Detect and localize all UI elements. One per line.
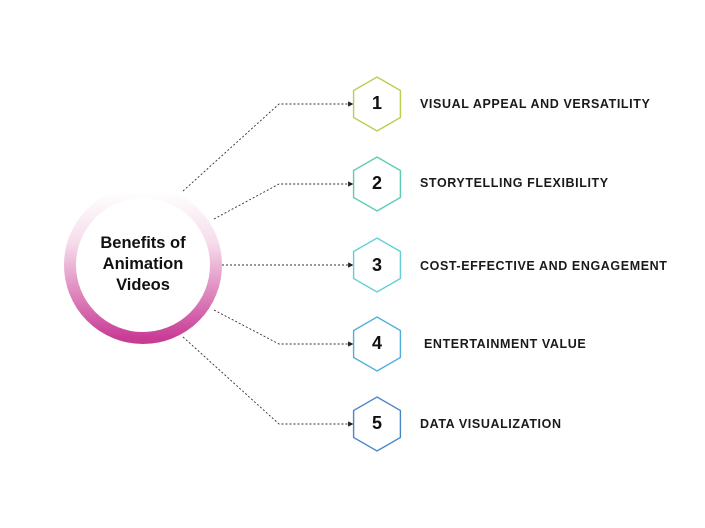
hexagon-2 [352, 156, 402, 212]
hexagon-number-4: 4 [371, 333, 382, 353]
benefit-label-1: VISUAL APPEAL AND VERSATILITY [420, 97, 651, 111]
hexagon-number-5: 5 [371, 413, 382, 433]
hexagon-number-2: 2 [371, 173, 382, 193]
connector-lines [182, 101, 354, 427]
center-title: Benefits of Animation Videos [73, 233, 213, 296]
connector-line-5 [182, 336, 354, 427]
benefit-label-5: DATA VISUALIZATION [420, 417, 562, 431]
hexagon-number-1: 1 [371, 93, 382, 113]
connector-line-2 [213, 181, 354, 220]
connector-line-4 [213, 309, 354, 347]
benefit-label-2: STORYTELLING FLEXIBILITY [420, 176, 609, 190]
connector-line-1 [182, 101, 354, 192]
center-title-line-2: Animation [102, 255, 184, 273]
benefit-label-3: COST-EFFECTIVE AND ENGAGEMENT [420, 259, 668, 273]
benefit-label-4: ENTERTAINMENT VALUE [424, 337, 587, 351]
hexagon-group [352, 76, 402, 452]
center-title-line-3: Videos [116, 276, 170, 294]
hexagon-4 [352, 316, 402, 372]
center-title-line-1: Benefits of [100, 234, 186, 252]
hexagon-5 [352, 396, 402, 452]
hexagon-3 [352, 237, 402, 293]
hexagon-number-3: 3 [371, 255, 382, 275]
hexagon-1 [352, 76, 402, 132]
center-ring [64, 186, 222, 344]
